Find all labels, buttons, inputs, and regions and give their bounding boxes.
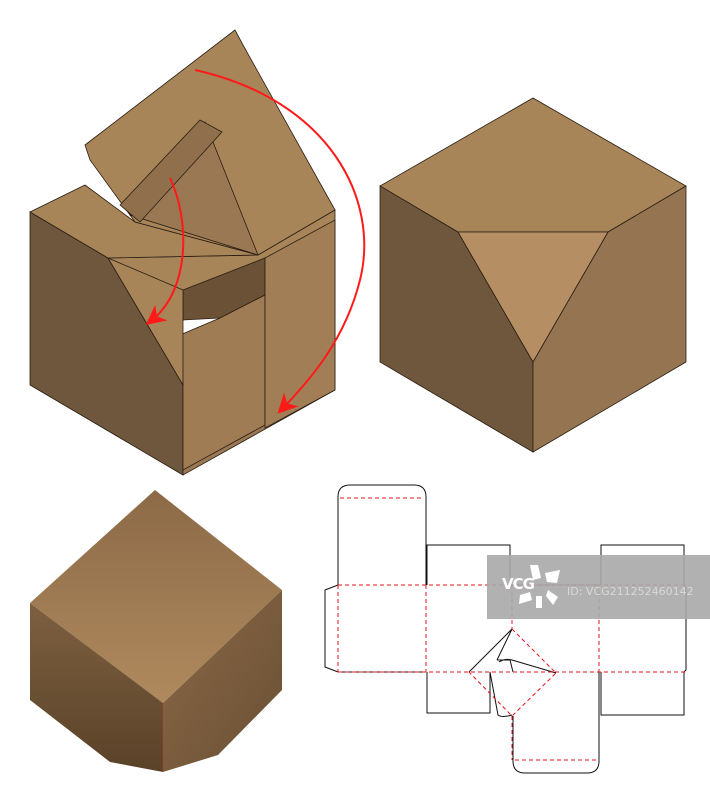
watermark-logo-text: VCG [502,575,535,593]
fold-dashes [337,497,686,761]
open-box-with-lid [29,29,336,476]
closed-box-triangle [457,231,609,363]
watermark-band [487,555,710,619]
closed-box [379,97,687,453]
rendered-box-right [163,590,282,772]
watermark [487,555,710,619]
arrow-tuck-fold [145,177,185,325]
fold-arrows [145,69,366,414]
closed-box-top [379,97,687,233]
arrow-lid-fold [194,69,366,414]
fold-lines [337,497,686,761]
closed-box-right [532,185,687,453]
lid-tuck-tab [119,119,223,223]
box-side-panel [264,219,336,429]
rendered-box-top [30,490,282,703]
box-tuck-triangle [107,257,184,387]
cut-outline [324,484,687,774]
rendered-box [30,490,282,772]
watermark-logo-icon [519,565,560,608]
watermark-id: ID: VCG211252460142 [567,585,694,598]
box-inner-flap [179,294,266,471]
dieline [324,484,687,774]
rendered-box-left [30,603,163,772]
